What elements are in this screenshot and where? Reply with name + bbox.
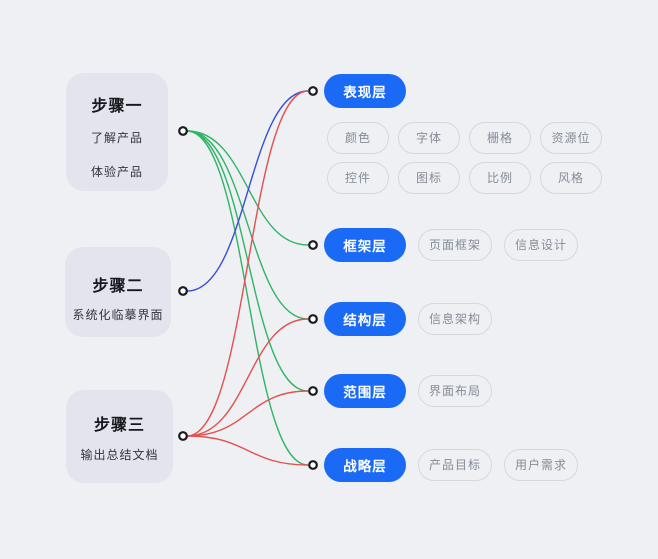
step-card-3[interactable]: 步骤三 输出总结文档 bbox=[66, 390, 173, 483]
presentation-tag-grid: 颜色 字体 栅格 资源位 控件 图标 比例 风格 bbox=[327, 122, 623, 194]
step-title: 步骤二 bbox=[92, 276, 144, 295]
tag-node[interactable]: 页面框架 bbox=[418, 229, 493, 261]
layer-pill-strategy[interactable]: 战略层 bbox=[324, 448, 406, 482]
connection-curve bbox=[186, 130, 309, 246]
connection-curve bbox=[186, 90, 309, 437]
connection-curve bbox=[186, 130, 309, 466]
tag-node[interactable]: 信息架构 bbox=[418, 303, 493, 335]
tag-node[interactable]: 字体 bbox=[398, 122, 460, 154]
anchor-dot[interactable] bbox=[178, 126, 188, 136]
tag-node[interactable]: 比例 bbox=[469, 162, 531, 194]
step-card-1[interactable]: 步骤一 了解产品 体验产品 bbox=[66, 73, 168, 191]
step-item: 体验产品 bbox=[90, 165, 143, 179]
tag-node[interactable]: 产品目标 bbox=[418, 449, 493, 481]
layer-pill-structure[interactable]: 结构层 bbox=[324, 302, 406, 336]
tag-node[interactable]: 栅格 bbox=[469, 122, 531, 154]
step-item: 系统化临摹界面 bbox=[72, 308, 164, 322]
tag-node[interactable]: 控件 bbox=[327, 162, 389, 194]
layer-pill-scope[interactable]: 范围层 bbox=[324, 374, 406, 408]
tag-node[interactable]: 风格 bbox=[540, 162, 602, 194]
step-card-2[interactable]: 步骤二 系统化临摹界面 bbox=[65, 247, 171, 337]
anchor-dot[interactable] bbox=[308, 240, 318, 250]
layer-row-strategy: 战略层 产品目标 用户需求 bbox=[324, 448, 579, 482]
tag-node[interactable]: 信息设计 bbox=[504, 229, 579, 261]
layer-row-structure: 结构层 信息架构 bbox=[324, 302, 493, 336]
tag-node[interactable]: 颜色 bbox=[327, 122, 389, 154]
layer-row-scope: 范围层 界面布局 bbox=[324, 374, 493, 408]
step-title: 步骤一 bbox=[91, 96, 143, 115]
tag-node[interactable]: 资源位 bbox=[540, 122, 602, 154]
connection-curve bbox=[186, 90, 309, 292]
connection-curve bbox=[186, 130, 309, 392]
tag-node[interactable]: 用户需求 bbox=[504, 449, 579, 481]
anchor-dot[interactable] bbox=[178, 431, 188, 441]
tag-node[interactable]: 界面布局 bbox=[418, 375, 493, 407]
anchor-dot[interactable] bbox=[308, 314, 318, 324]
anchor-dot[interactable] bbox=[308, 460, 318, 470]
step-item: 输出总结文档 bbox=[80, 448, 159, 462]
tag-node[interactable]: 图标 bbox=[398, 162, 460, 194]
layer-row-presentation: 表现层 bbox=[324, 74, 406, 108]
connection-curve bbox=[186, 318, 309, 437]
layer-pill-framework[interactable]: 框架层 bbox=[324, 228, 406, 262]
connection-curve bbox=[186, 130, 309, 320]
step-title: 步骤三 bbox=[93, 415, 145, 434]
connection-curve bbox=[186, 390, 309, 437]
anchor-dot[interactable] bbox=[178, 286, 188, 296]
anchor-dot[interactable] bbox=[308, 386, 318, 396]
step-item: 了解产品 bbox=[90, 131, 143, 145]
layer-pill-presentation[interactable]: 表现层 bbox=[324, 74, 406, 108]
anchor-dot[interactable] bbox=[308, 86, 318, 96]
connection-curve bbox=[186, 435, 309, 466]
layer-row-framework: 框架层 页面框架 信息设计 bbox=[324, 228, 579, 262]
